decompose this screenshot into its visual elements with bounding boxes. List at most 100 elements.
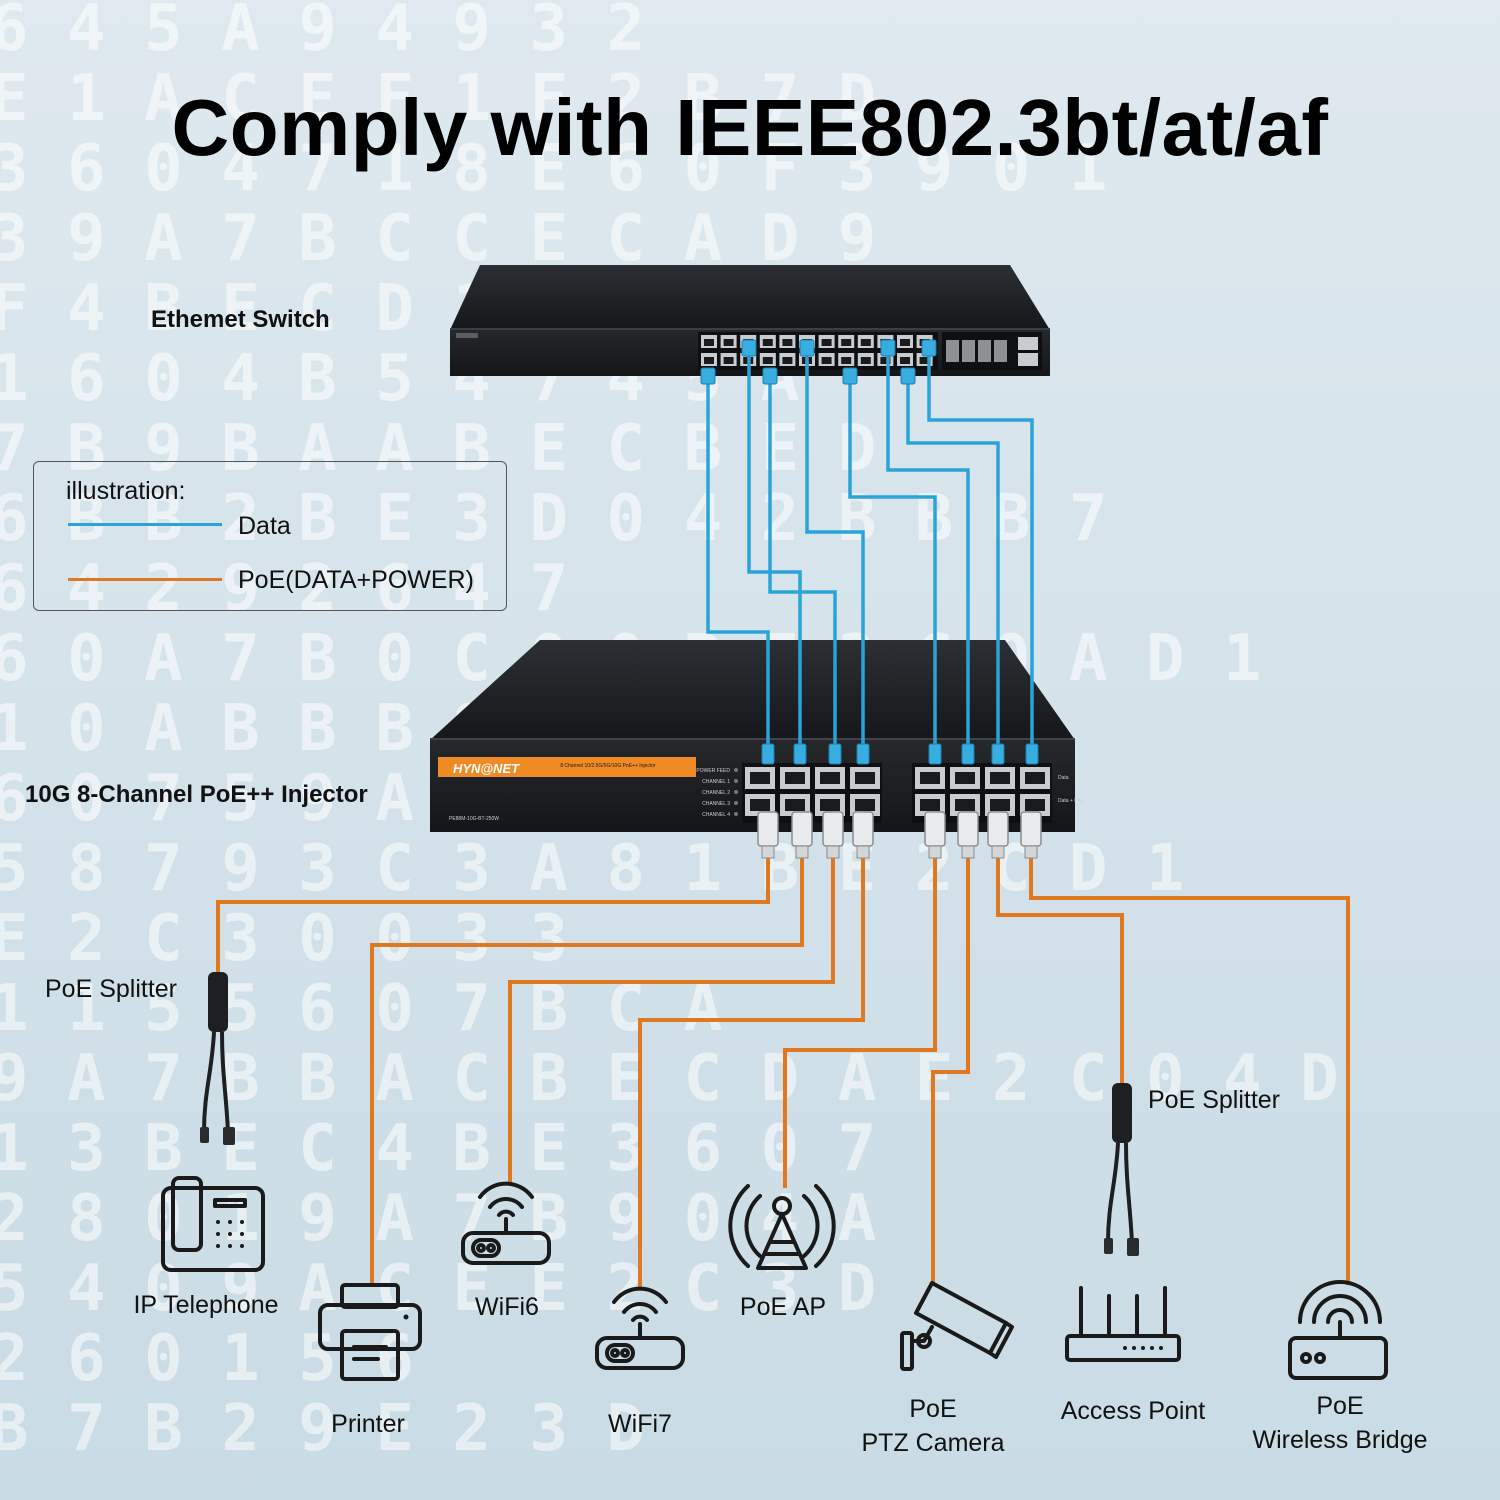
injector-logo-badge bbox=[438, 757, 536, 777]
legend-poe-line bbox=[68, 578, 222, 581]
poe-injector: HYN@NET 8 Channel 10/2.5G/5G/10G PoE++ I… bbox=[430, 640, 1083, 832]
injector-port-hole bbox=[820, 799, 840, 811]
endpoint-label-bridge-line1: PoE bbox=[1316, 1392, 1364, 1420]
poe-cable-boot-tail bbox=[795, 845, 809, 859]
endpoint-label-ptz-line1: PoE bbox=[909, 1395, 957, 1423]
data-cable-plug bbox=[880, 339, 896, 357]
injector-description: 8 Channel 10/2.5G/5G/10G PoE++ Injector bbox=[560, 763, 656, 769]
endpoint-label-access-point: Access Point bbox=[1060, 1397, 1206, 1425]
endpoint-icons bbox=[161, 1176, 1388, 1381]
poe-cable-boot bbox=[791, 811, 813, 847]
router-body bbox=[461, 1231, 551, 1265]
legend-data-line bbox=[68, 523, 222, 526]
poe-splitter-left-body bbox=[208, 972, 228, 1032]
injector-side-label: Data + Pwr bbox=[1058, 798, 1083, 804]
endpoint-label-wifi6: WiFi6 bbox=[475, 1293, 539, 1321]
injector-port-hole bbox=[1025, 799, 1045, 811]
injector-led-label: CHANNEL 4 bbox=[702, 812, 730, 818]
wifi7-router-icon bbox=[595, 1286, 685, 1370]
connector-layer bbox=[700, 339, 1042, 859]
poe-splitter-label-left: PoE Splitter bbox=[45, 975, 178, 1003]
wifi6-router-icon bbox=[461, 1181, 551, 1265]
switch-port-hole bbox=[704, 357, 714, 364]
switch-port-hole bbox=[723, 357, 734, 364]
poe-cable bbox=[638, 858, 865, 1288]
poe-cable bbox=[783, 858, 937, 1188]
bridge-arc bbox=[1326, 1308, 1354, 1324]
ethernet-switch-label: Ethemet Switch bbox=[151, 306, 330, 333]
ap-router-led bbox=[1141, 1346, 1145, 1350]
endpoint-label-poe-ap: PoE AP bbox=[739, 1293, 827, 1321]
poe-cable-boot bbox=[822, 811, 844, 847]
bridge-body bbox=[1288, 1336, 1388, 1380]
data-cable-plug bbox=[700, 367, 716, 385]
splitter-layer bbox=[200, 972, 1139, 1256]
data-cable bbox=[927, 350, 1034, 760]
phone-key bbox=[216, 1220, 220, 1224]
injector-led bbox=[734, 779, 738, 783]
poe-splitter-right-rj45-plug bbox=[1127, 1238, 1139, 1256]
data-cable bbox=[706, 378, 770, 760]
injector-port-hole bbox=[750, 799, 770, 811]
data-cable-plug bbox=[991, 743, 1005, 765]
switch-port-hole bbox=[821, 357, 832, 364]
data-cable-plug bbox=[928, 743, 942, 765]
poe-splitter-left-dc-plug bbox=[200, 1127, 209, 1143]
poe-cable-boot-tail bbox=[856, 845, 870, 859]
router-indicator bbox=[471, 1238, 501, 1258]
switch-port-hole bbox=[762, 357, 773, 364]
phone-base bbox=[161, 1186, 265, 1272]
poe-cable-boot-tail bbox=[928, 845, 942, 859]
ap-router-body bbox=[1065, 1334, 1181, 1362]
bridge-arc bbox=[1298, 1280, 1382, 1324]
printer-paper-out bbox=[340, 1329, 400, 1381]
injector-led bbox=[734, 812, 738, 816]
poe-cable-boot bbox=[1020, 811, 1042, 847]
page-title: Comply with IEEE802.3bt/at/af bbox=[171, 83, 1329, 172]
poe-cable-boot-tail bbox=[826, 845, 840, 859]
data-cable bbox=[906, 378, 1000, 760]
injector-model: PE88M-10G-BT-250W bbox=[449, 816, 499, 822]
switch-port-hole bbox=[900, 357, 910, 364]
poe-splitter-right-lead-a bbox=[1106, 1142, 1120, 1244]
injector-led bbox=[734, 768, 738, 772]
poe-splitter-left-lead-a bbox=[202, 1031, 216, 1133]
data-cable bbox=[848, 378, 937, 760]
injector-port-hole bbox=[785, 799, 805, 811]
data-cable bbox=[747, 350, 802, 760]
data-cable-plug bbox=[793, 743, 807, 765]
ap-router-led bbox=[1132, 1346, 1136, 1350]
switch-port-block bbox=[698, 332, 1042, 370]
wireless-bridge-icon bbox=[1288, 1280, 1388, 1380]
data-cable-plug bbox=[900, 367, 916, 385]
injector-side-label: Data bbox=[1058, 775, 1069, 781]
router-led bbox=[476, 1243, 486, 1253]
router-indicator bbox=[605, 1343, 635, 1363]
switch-port-hole bbox=[723, 339, 734, 346]
data-cable bbox=[805, 350, 865, 760]
ap-wave bbox=[802, 1194, 820, 1258]
switch-port-hole bbox=[841, 357, 852, 364]
injector-led-label: CHANNEL 1 bbox=[702, 779, 730, 785]
injector-port-hole bbox=[785, 772, 805, 784]
data-cable-plug bbox=[762, 367, 778, 385]
injector-label: 10G 8-Channel PoE++ Injector bbox=[25, 781, 368, 808]
switch-port-hole bbox=[821, 339, 832, 346]
ap-top bbox=[772, 1196, 792, 1216]
poe-cable-boot-tail bbox=[961, 845, 975, 859]
poe-cable-boot-tail bbox=[761, 845, 775, 859]
phone-key bbox=[228, 1232, 232, 1236]
ap-wave bbox=[744, 1194, 762, 1258]
ap-wave bbox=[728, 1184, 750, 1268]
injector-brand: HYN@NET bbox=[453, 761, 520, 776]
poe-splitter-right-lead-b bbox=[1124, 1142, 1134, 1244]
poe-splitter-left-rj45-plug bbox=[223, 1127, 235, 1145]
injector-port-hole bbox=[1025, 772, 1045, 784]
switch-port-hole bbox=[860, 339, 871, 346]
switch-port-hole bbox=[919, 357, 930, 364]
injector-port-hole bbox=[820, 772, 840, 784]
data-cable-plug bbox=[1025, 743, 1039, 765]
poe-cable-boot bbox=[852, 811, 874, 847]
